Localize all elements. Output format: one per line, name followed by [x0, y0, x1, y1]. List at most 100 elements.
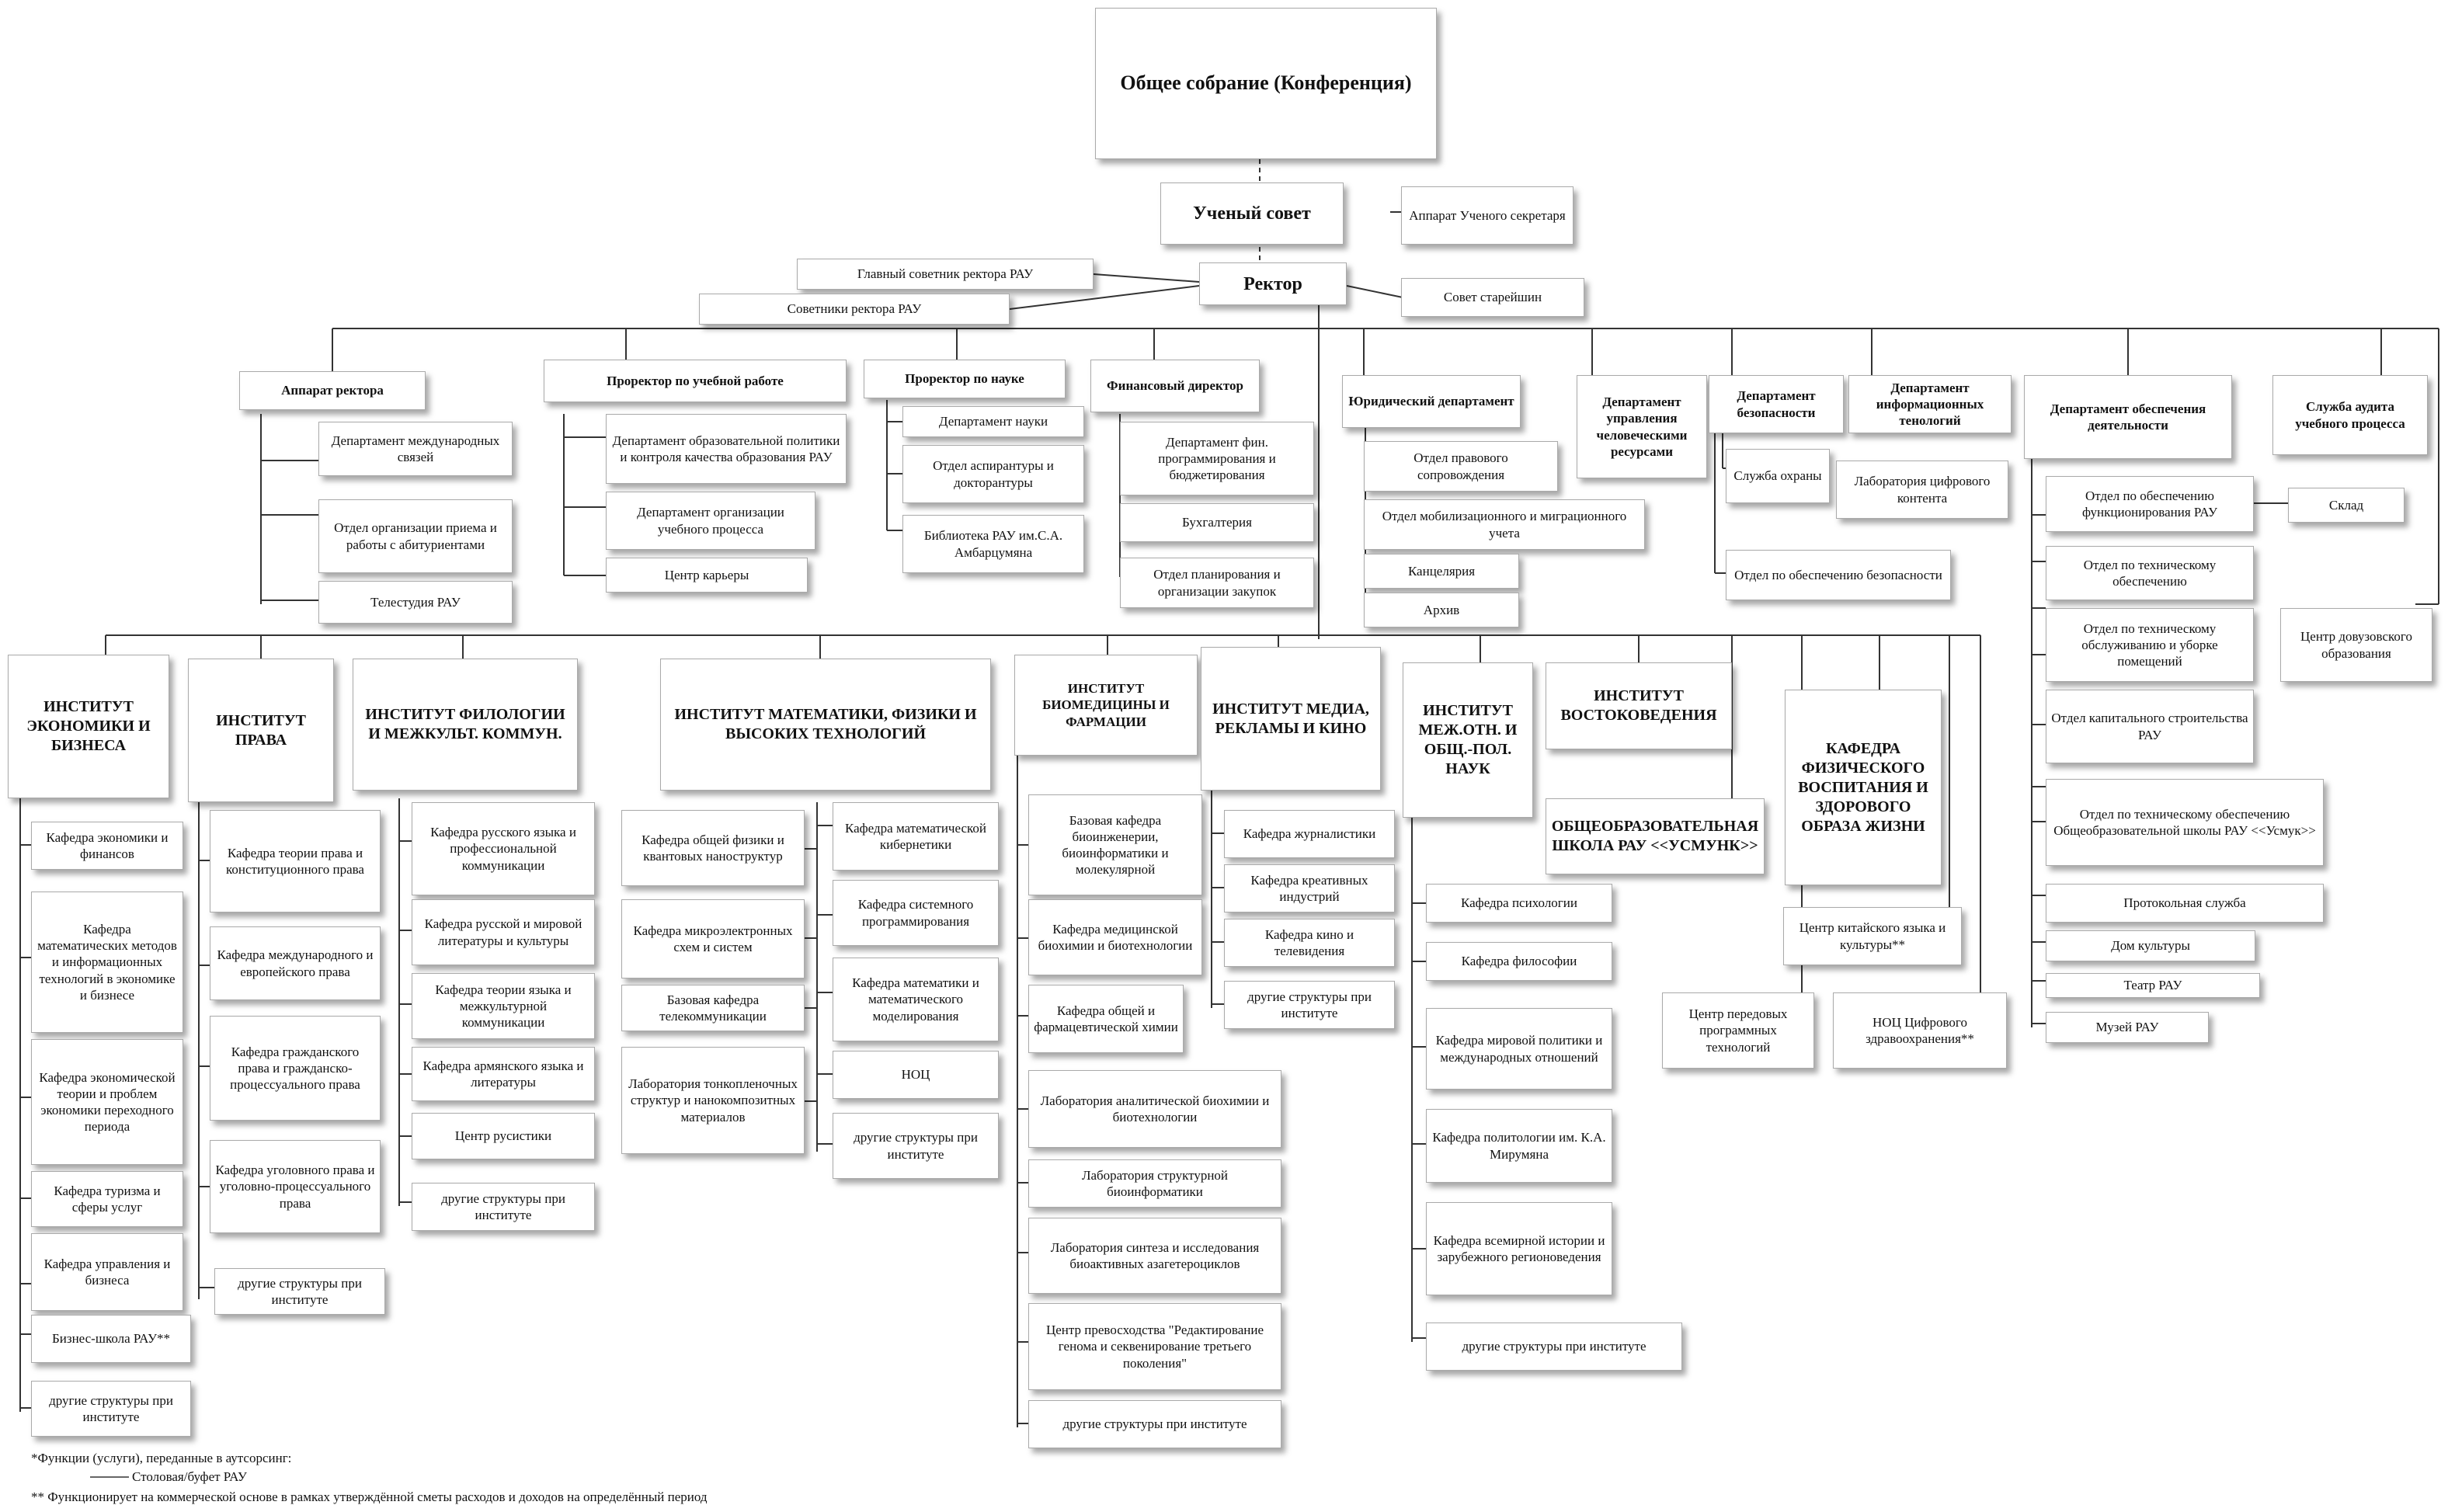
- node-bio-1: Базовая кафедра биоинженерии, биоинформа…: [1028, 794, 1202, 895]
- node-museum: Музей РАУ: [2046, 1012, 2209, 1043]
- node-econ-1: Кафедра экономики и финансов: [31, 822, 183, 870]
- footnote-canteen: Столовая/буфет РАУ: [132, 1469, 247, 1484]
- node-elders-council: Совет старейшин: [1401, 278, 1584, 317]
- node-math-3: Базовая кафедра телекоммуникации: [621, 985, 805, 1031]
- node-bio-4: Лаборатория аналитической биохимии и био…: [1028, 1070, 1281, 1148]
- node-ops-dept: Департамент обеспечения деятельности: [2024, 375, 2232, 459]
- node-phil-4: Кафедра армянского языка и литературы: [412, 1047, 595, 1101]
- node-dept-science: Департамент науки: [902, 406, 1084, 437]
- node-security-office: Отдел по обеспечению безопасности: [1726, 550, 1951, 600]
- node-vr-science: Проректор по науке: [864, 360, 1066, 398]
- node-media-4: другие структуры при институте: [1224, 981, 1395, 1029]
- node-math-2: Кафедра микроэлектронных схем и систем: [621, 899, 805, 978]
- node-phil-2: Кафедра русской и мировой литературы и к…: [412, 899, 595, 965]
- node-vr-education: Проректор по учебной работе: [544, 360, 847, 402]
- node-ops-maintenance: Отдел по техническому обслуживанию и убо…: [2046, 608, 2254, 682]
- node-mobilization: Отдел мобилизационного и миграционного у…: [1364, 499, 1645, 550]
- node-intl-1: Кафедра психологии: [1426, 884, 1612, 923]
- node-dept-postgrad: Отдел аспирантуры и докторантуры: [902, 445, 1084, 503]
- node-inst-math: ИНСТИТУТ МАТЕМАТИКИ, ФИЗИКИ И ВЫСОКИХ ТЕ…: [660, 659, 991, 791]
- node-bio-6: Лаборатория синтеза и исследования биоак…: [1028, 1218, 1281, 1294]
- node-warehouse: Склад: [2288, 488, 2405, 523]
- node-bio-7: Центр превосходства "Редактирование гено…: [1028, 1303, 1281, 1390]
- node-chancellery: Канцелярия: [1364, 554, 1519, 589]
- footnote-outsourcing: *Функции (услуги), переданные в аутсорси…: [31, 1451, 292, 1465]
- node-econ-2: Кафедра математических методов и информа…: [31, 892, 183, 1033]
- node-fin-director: Финансовый директор: [1090, 360, 1260, 412]
- node-bio-2: Кафедра медицинской биохимии и биотехнол…: [1028, 899, 1202, 975]
- node-law-1: Кафедра теории права и конституционного …: [210, 810, 381, 912]
- node-media-1: Кафедра журналистики: [1224, 810, 1395, 858]
- node-econ-5: Кафедра управления и бизнеса: [31, 1233, 183, 1311]
- node-inst-media: ИНСТИТУТ МЕДИА, РЕКЛАМЫ И КИНО: [1201, 647, 1381, 791]
- node-bio-5: Лаборатория структурной биоинформатики: [1028, 1159, 1281, 1208]
- node-math-7: Кафедра математики и математического мод…: [833, 958, 999, 1041]
- node-protocol: Протокольная служба: [2046, 884, 2324, 923]
- node-phil-1: Кафедра русского языка и профессионально…: [412, 802, 595, 895]
- node-rector-office: Аппарат ректора: [239, 371, 426, 410]
- node-math-4: Лаборатория тонкопленочных структур и на…: [621, 1047, 805, 1154]
- node-dept-intl: Департамент международных связей: [318, 422, 513, 476]
- node-bio-3: Кафедра общей и фармацевтической химии: [1028, 985, 1184, 1053]
- node-ops-school-tech: Отдел по техническому обеспечению Общеоб…: [2046, 779, 2324, 866]
- node-law-3: Кафедра гражданского права и гражданско-…: [210, 1016, 381, 1121]
- node-inst-phil: ИНСТИТУТ ФИЛОЛОГИИ И МЕЖКУЛЬТ. КОММУН.: [353, 659, 578, 791]
- node-council-staff: Аппарат Ученого секретаря: [1401, 186, 1573, 245]
- node-security-dept: Департамент безопасности: [1709, 375, 1844, 433]
- node-chief-advisor: Главный советник ректора РАУ: [797, 259, 1094, 290]
- node-phil-6: другие структуры при институте: [412, 1183, 595, 1231]
- node-media-2: Кафедра креативных индустрий: [1224, 864, 1395, 912]
- node-intl-3: Кафедра мировой политики и международных…: [1426, 1008, 1612, 1090]
- node-inst-bio: ИНСТИТУТ БИОМЕДИЦИНЫ И ФАРМАЦИИ: [1014, 655, 1198, 756]
- node-advisors: Советники ректора РАУ: [699, 294, 1010, 325]
- node-digital-lab: Лаборатория цифрового контента: [1836, 461, 2008, 519]
- node-phil-3: Кафедра теории языка и межкультурной ком…: [412, 973, 595, 1039]
- node-math-5: Кафедра математической кибернетики: [833, 802, 999, 871]
- node-archive: Архив: [1364, 593, 1519, 627]
- node-intl-6: другие структуры при институте: [1426, 1323, 1682, 1371]
- node-telestudio: Телестудия РАУ: [318, 581, 513, 624]
- node-inst-law: ИНСТИТУТ ПРАВА: [188, 659, 334, 802]
- node-chinese-center: Центр китайского языка и культуры**: [1783, 907, 1962, 965]
- node-bio-8: другие структуры при институте: [1028, 1400, 1281, 1448]
- node-school: ОБЩЕОБРАЗОВАТЕЛЬНАЯ ШКОЛА РАУ <<УСМУНК>>: [1546, 798, 1765, 874]
- node-preuniv-center: Центр довузовского образования: [2280, 608, 2432, 682]
- node-math-6: Кафедра системного программирования: [833, 880, 999, 946]
- node-inst-orient: ИНСТИТУТ ВОСТОКОВЕДЕНИЯ: [1546, 662, 1732, 749]
- node-intl-5: Кафедра всемирной истории и зарубежного …: [1426, 1202, 1612, 1295]
- node-inst-intl: ИНСТИТУТ МЕЖ.ОТН. И ОБЩ.-ПОЛ. НАУК: [1403, 662, 1533, 818]
- node-dept-admission: Отдел организации приема и работы с абит…: [318, 499, 513, 573]
- node-accounting: Бухгалтерия: [1120, 503, 1314, 542]
- node-dept-edu-policy: Департамент образовательной политики и к…: [606, 414, 847, 484]
- node-math-8: НОЦ: [833, 1051, 999, 1099]
- node-econ-6: Бизнес-школа РАУ**: [31, 1315, 191, 1363]
- node-career-center: Центр карьеры: [606, 558, 808, 593]
- node-it-dept: Департамент информационных тенологий: [1848, 375, 2012, 433]
- node-dept-procurement: Отдел планирования и организации закупок: [1120, 558, 1314, 608]
- node-audit-service: Служба аудита учебного процесса: [2272, 375, 2428, 455]
- node-legal-support: Отдел правового сопровождения: [1364, 441, 1558, 492]
- node-phil-5: Центр русистики: [412, 1113, 595, 1159]
- node-rector: Ректор: [1199, 262, 1347, 305]
- node-ops-functioning: Отдел по обеспечению функционирования РА…: [2046, 476, 2254, 532]
- node-theater: Театр РАУ: [2046, 973, 2260, 998]
- node-culture-house: Дом культуры: [2046, 930, 2255, 961]
- footnote-commercial: ** Функционирует на коммерческой основе …: [31, 1489, 708, 1504]
- node-inst-econ: ИНСТИТУТ ЭКОНОМИКИ И БИЗНЕСА: [8, 655, 169, 798]
- node-law-2: Кафедра международного и европейского пр…: [210, 926, 381, 1000]
- node-law-5: другие структуры при институте: [214, 1268, 385, 1315]
- node-media-3: Кафедра кино и телевидения: [1224, 919, 1395, 967]
- node-dept-phys-ed: КАФЕДРА ФИЗИЧЕСКОГО ВОСПИТАНИЯ И ЗДОРОВО…: [1785, 690, 1942, 885]
- node-ops-construction: Отдел капитального строительства РАУ: [2046, 690, 2254, 763]
- node-ops-technical: Отдел по техническому обеспечению: [2046, 546, 2254, 600]
- node-intl-4: Кафедра политологии им. К.А. Мирумяна: [1426, 1109, 1612, 1183]
- node-hr-dept: Департамент управления человеческими рес…: [1577, 375, 1707, 478]
- node-advanced-tech: Центр передовых программных технологий: [1662, 992, 1814, 1069]
- node-econ-7: другие структуры при институте: [31, 1381, 191, 1437]
- node-general-assembly: Общее собрание (Конференция): [1095, 8, 1437, 159]
- node-math-9: другие структуры при институте: [833, 1113, 999, 1179]
- node-library: Библиотека РАУ им.С.А. Амбарцумяна: [902, 515, 1084, 573]
- node-digital-health: НОЦ Цифрового здравоохранения**: [1833, 992, 2007, 1069]
- node-math-1: Кафедра общей физики и квантовых наностр…: [621, 810, 805, 886]
